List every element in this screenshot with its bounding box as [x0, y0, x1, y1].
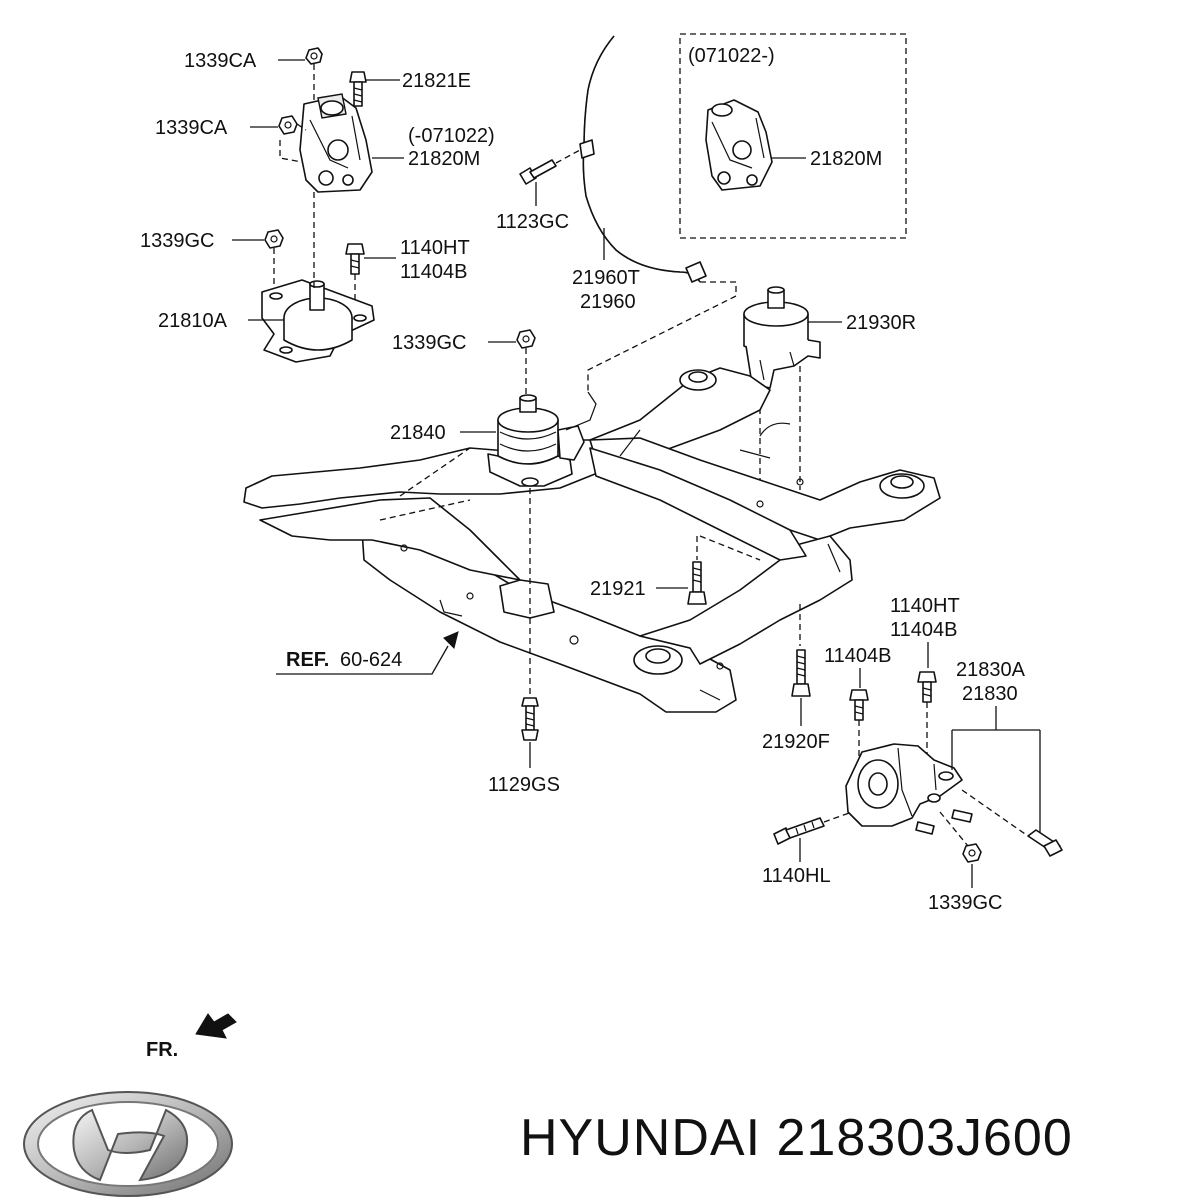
labels-21930r: 21930R: [808, 312, 916, 334]
bolt-icon: [917, 671, 937, 703]
hyundai-logo-icon: [23, 1091, 233, 1197]
nut-icon: [278, 115, 298, 135]
bolt-21920f: 21920F: [762, 604, 830, 753]
part-label: 1123GC: [496, 211, 569, 233]
labels-21921: 21921: [590, 578, 688, 600]
arrow-icon: [195, 1013, 237, 1039]
part-label: 21810A: [158, 310, 228, 332]
part-label: 11404B: [824, 645, 891, 667]
bolt-icon: [849, 689, 869, 721]
nut-icon: [516, 329, 536, 349]
part-label: 21821E: [402, 70, 471, 92]
part-label: 1140HT: [890, 595, 960, 617]
date-note: (071022-): [688, 45, 775, 67]
part-label: 21960: [580, 291, 636, 313]
nut-icon: [305, 47, 323, 65]
revision-box: (071022-) 21820M: [679, 33, 907, 239]
mount-21810a: [261, 279, 375, 363]
part-label: 21921: [590, 578, 646, 600]
part-label: 21820M: [408, 148, 480, 170]
part-label: 21830A: [956, 659, 1026, 681]
bracket-21820m-left: [299, 93, 373, 193]
bracket-21820m-left-assembly: [261, 47, 375, 363]
bolt-21921: [687, 561, 707, 605]
ref-callout: REF. 60-624: [276, 631, 459, 675]
part-label: 1140HL: [762, 865, 831, 887]
date-note: (-071022): [408, 125, 495, 147]
bolt-icon: [345, 243, 365, 275]
labels-upper-left: 1339CA 21821E 1339CA (-071022) 21820M 13…: [140, 50, 495, 332]
part-label: 21830: [962, 683, 1018, 705]
part-label: 11404B: [400, 261, 467, 283]
ref-number: 60-624: [340, 649, 402, 671]
front-direction: FR.: [146, 1013, 237, 1061]
nut-icon: [962, 843, 982, 863]
front-label: FR.: [146, 1039, 178, 1061]
bolt-icon: [773, 817, 825, 845]
part-label: 21920F: [762, 731, 830, 753]
part-label: 1140HT: [400, 237, 470, 259]
part-label: 1339CA: [184, 50, 257, 72]
part-label: 21820M: [810, 148, 882, 170]
brand-caption: HYUNDAI 218303J600: [520, 1109, 1073, 1167]
subframe: [243, 367, 941, 713]
mount-21930r: [743, 286, 821, 389]
cable-21960: [519, 35, 737, 392]
part-label: 1339GC: [392, 332, 467, 354]
bracket-21820m-right: [705, 99, 773, 191]
labels-cable: 1123GC 21960T 21960: [496, 182, 640, 313]
bolt-1129gs: 1129GS: [488, 488, 560, 796]
mount-21840: [487, 329, 597, 487]
part-label: 1129GS: [488, 774, 560, 796]
labels-21830: 1140HT 11404B 11404B 21830A 21830 1140HL…: [762, 595, 1041, 914]
part-label: 21840: [390, 422, 446, 444]
part-label: 21960T: [572, 267, 640, 289]
nut-icon: [264, 229, 284, 249]
bolt-icon: [1027, 829, 1063, 857]
part-label: 1339GC: [140, 230, 215, 252]
part-label: 11404B: [890, 619, 957, 641]
part-label: 1339GC: [928, 892, 1003, 914]
part-label: 21930R: [846, 312, 916, 334]
part-label: 1339CA: [155, 117, 228, 139]
labels-21840: 1339GC 21840: [390, 332, 516, 444]
bolt-icon: [519, 159, 557, 185]
ref-prefix: REF.: [286, 649, 329, 671]
bolt-icon: [349, 71, 367, 107]
mount-21830-assembly: [773, 671, 1063, 863]
